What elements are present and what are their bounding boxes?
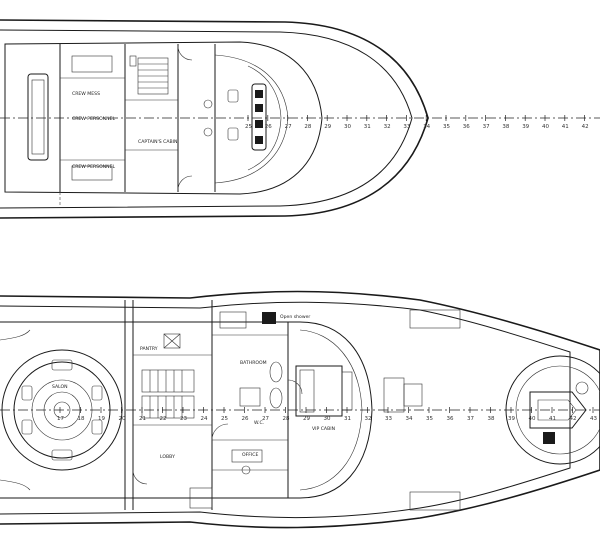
room-captains-cabin: CAPTAIN'S CABIN [138,139,177,145]
main-frame-label: 34 [406,416,413,422]
room-vip-cabin: VIP CABIN [312,426,335,432]
upper-frame-label: 31 [364,124,371,130]
upper-frame-label: 38 [502,124,509,130]
room-bathroom: BATHROOM [240,360,267,366]
room-salon: SALON [52,384,68,390]
upper-deck-inner-hull [0,29,413,209]
main-deck: SALON PANTRY LOBBY BATHROOM OFFICE VIP C… [0,290,600,529]
main-frame-label: 17 [57,416,64,422]
main-frame-label: 31 [344,416,351,422]
upper-frame-label: 29 [324,124,331,130]
upper-frame-label: 32 [384,124,391,130]
room-crew-personnel-b: CREW PERSONNEL [72,164,115,170]
main-stairs [141,369,195,419]
upper-frame-label: 28 [304,124,311,130]
main-frame-label: 19 [98,416,105,422]
room-crew-personnel-a: CREW PERSONNEL [72,116,115,122]
main-deck-hull [0,290,600,529]
main-frame-ruler: 17 18 19 20 21 22 23 24 25 26 27 28 29 30 31 32 33 34 35 36… [57,407,597,422]
main-frame-label: 20 [119,416,126,422]
main-frame-label: 38 [488,416,495,422]
upper-frame-label: 37 [483,124,490,130]
main-frame-label: 25 [221,416,228,422]
main-frame-label: 35 [426,416,433,422]
main-frame-label: 32 [365,416,372,422]
upper-deck: CAPTAIN'S CABIN CREW PERSONNEL CREW PERS… [0,19,600,219]
upper-frame-label: 40 [542,124,549,130]
helm-console [203,83,267,151]
main-frame-label: 30 [324,416,331,422]
upper-frame-label: 33 [403,124,410,130]
main-frame-label: 29 [303,416,310,422]
main-frame-label: 43 [590,416,597,422]
upper-frame-label: 30 [344,124,351,130]
crew-table [27,73,49,161]
main-frame-label: 18 [78,416,85,422]
room-lobby: LOBBY [160,454,175,460]
room-crew-mess: CREW MESS [72,91,100,97]
vip-bed [295,365,423,417]
main-frame-label: 40 [529,416,536,422]
main-frame-label: 23 [180,416,187,422]
main-frame-label: 39 [508,416,515,422]
upper-deck-hull [0,19,429,219]
main-frame-label: 27 [262,416,269,422]
main-frame-label: 28 [283,416,290,422]
upper-stairs [137,57,169,95]
room-open-shower: Open shower [280,314,310,320]
room-office: OFFICE [242,452,258,458]
room-wc: W.C. [254,420,264,426]
upper-frame-label: 26 [265,124,272,130]
upper-frame-label: 27 [285,124,292,130]
upper-frame-label: 39 [522,124,529,130]
main-frame-label: 36 [447,416,454,422]
main-frame-label: 42 [570,416,577,422]
upper-frame-label: 25 [245,124,252,130]
upper-frame-label: 42 [582,124,589,130]
main-frame-label: 22 [160,416,167,422]
main-frame-label: 24 [201,416,208,422]
main-frame-label: 41 [549,416,556,422]
room-pantry: PANTRY [140,346,158,352]
upper-superstructure [4,41,323,195]
upper-frame-label: 36 [463,124,470,130]
main-frame-label: 33 [385,416,392,422]
main-frame-label: 21 [139,416,146,422]
main-frame-label: 37 [467,416,474,422]
upper-frame-label: 41 [562,124,569,130]
upper-frame-label: 35 [443,124,450,130]
upper-frame-label: 34 [423,124,430,130]
main-frame-label: 26 [242,416,249,422]
